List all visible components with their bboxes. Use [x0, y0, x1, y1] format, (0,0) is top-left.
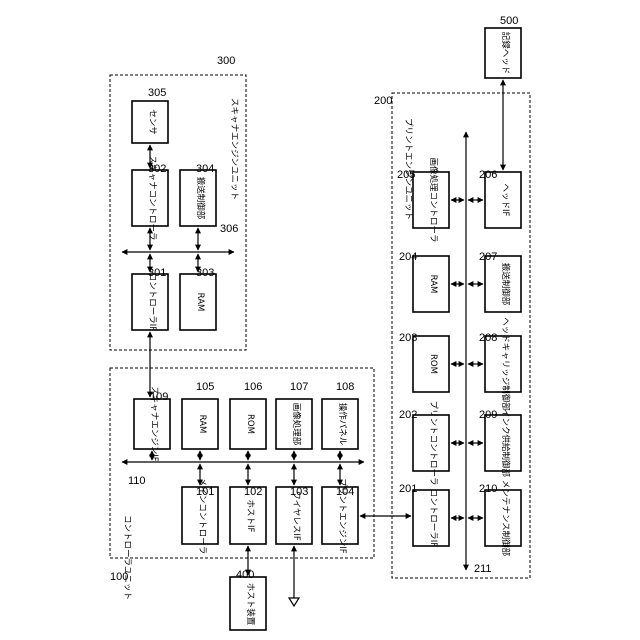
ref-107: 107	[290, 381, 308, 393]
ref-105: 105	[196, 381, 214, 393]
host-device-label: ホスト装置	[245, 583, 256, 626]
print-controller-label: プリントコントローラ	[428, 400, 438, 485]
ref-204: 204	[399, 251, 417, 263]
print-controller-if-label: コントローラIF	[428, 489, 438, 548]
ref-110: 110	[128, 475, 146, 487]
sensor-label: センサ	[147, 109, 157, 135]
ref-201: 201	[399, 483, 417, 495]
ref-100: 100	[110, 571, 128, 583]
ink-supply-label: インク供給制御部	[500, 409, 511, 478]
ref-101: 101	[196, 486, 214, 498]
ref-300: 300	[217, 55, 235, 67]
print-rom-label: ROM	[428, 354, 438, 374]
ref-200: 200	[374, 95, 392, 107]
maintenance-label: メンテナンス制御部	[500, 480, 511, 557]
head-if-label: ヘッドIF	[500, 184, 510, 217]
ref-102: 102	[244, 486, 262, 498]
ref-205: 205	[397, 169, 415, 181]
ref-108: 108	[336, 381, 354, 393]
ref-103: 103	[290, 486, 308, 498]
ref-208: 208	[479, 332, 497, 344]
ref-304: 304	[196, 163, 214, 175]
scanner-engine-unit-frame	[110, 75, 246, 350]
controller-unit-title: コントローラユニット	[122, 515, 132, 600]
ref-109: 109	[150, 391, 168, 403]
head-carriage-label: ヘッドキャリッジ制御部	[500, 317, 511, 411]
ref-500: 500	[500, 15, 518, 27]
ref-302: 302	[148, 163, 166, 175]
ref-106: 106	[244, 381, 262, 393]
print-conveyance-label: 搬送制御部	[500, 263, 511, 306]
scanner-controller-if-label: コントローラIF	[147, 273, 157, 332]
ref-400: 400	[236, 569, 254, 581]
antenna-icon	[289, 580, 299, 606]
scanner-ram-label: RAM	[195, 293, 205, 312]
ref-203: 203	[399, 332, 417, 344]
ref-305: 305	[148, 87, 166, 99]
operation-panel-label: 操作パネル	[337, 403, 348, 446]
image-processor-label: 画像処理部	[291, 403, 302, 446]
ref-209: 209	[479, 409, 497, 421]
wireless-label: ワイヤレスIF	[291, 491, 301, 541]
ref-202: 202	[399, 409, 417, 421]
ref-207: 207	[479, 251, 497, 263]
ref-306: 306	[220, 223, 238, 235]
ref-206: 206	[479, 169, 497, 181]
image-processing-controller-label: 画像処理コントローラ	[428, 157, 439, 242]
ref-104: 104	[336, 486, 354, 498]
print-ram-label: RAM	[428, 275, 438, 294]
ref-301: 301	[148, 267, 166, 279]
scanner-engine-unit-title: スキャナエンジンユニット	[229, 98, 239, 200]
controller-ram-label: RAM	[197, 415, 207, 434]
ref-210: 210	[479, 483, 497, 495]
ref-211: 211	[474, 563, 492, 575]
host-if-label: ホストIF	[245, 500, 255, 533]
recording-head-label: 記録ヘッド	[500, 32, 511, 75]
scanner-conveyance-label: 搬送制御部	[195, 177, 206, 220]
controller-rom-label: ROM	[245, 414, 255, 434]
ref-303: 303	[196, 267, 214, 279]
